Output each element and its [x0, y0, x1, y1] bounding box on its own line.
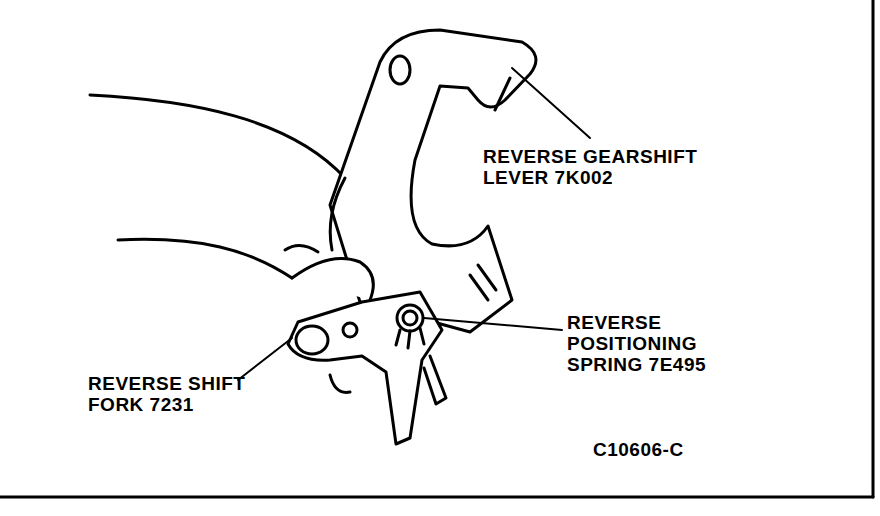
fork-prong: [424, 356, 446, 404]
frame-line: [872, 0, 875, 497]
leader-line: [512, 68, 590, 138]
positioning-spring: [403, 311, 417, 325]
finger-outline: [292, 258, 373, 300]
shift-fork: [288, 292, 442, 444]
thumb-outline: [296, 326, 328, 354]
lever-hole: [390, 56, 410, 84]
part-label: REVERSE GEARSHIFT LEVER 7K002: [483, 146, 763, 188]
part-label: REVERSE SHIFT FORK 7231: [88, 373, 248, 415]
arm-outline: [118, 239, 292, 278]
finger-outline: [285, 245, 318, 252]
lever-slot: [470, 265, 496, 300]
spring-coil: [396, 328, 424, 348]
figure-number: C10606-C: [593, 439, 793, 460]
frame-line: [0, 496, 873, 499]
finger-outline: [330, 178, 345, 250]
fork-pin: [343, 323, 357, 337]
lever-edge: [495, 78, 510, 110]
leader-line: [238, 338, 292, 380]
part-label: REVERSE POSITIONING SPRING 7E495: [567, 312, 757, 375]
arm-outline: [90, 95, 345, 178]
leader-line: [424, 318, 562, 330]
finger-outline: [330, 375, 350, 392]
